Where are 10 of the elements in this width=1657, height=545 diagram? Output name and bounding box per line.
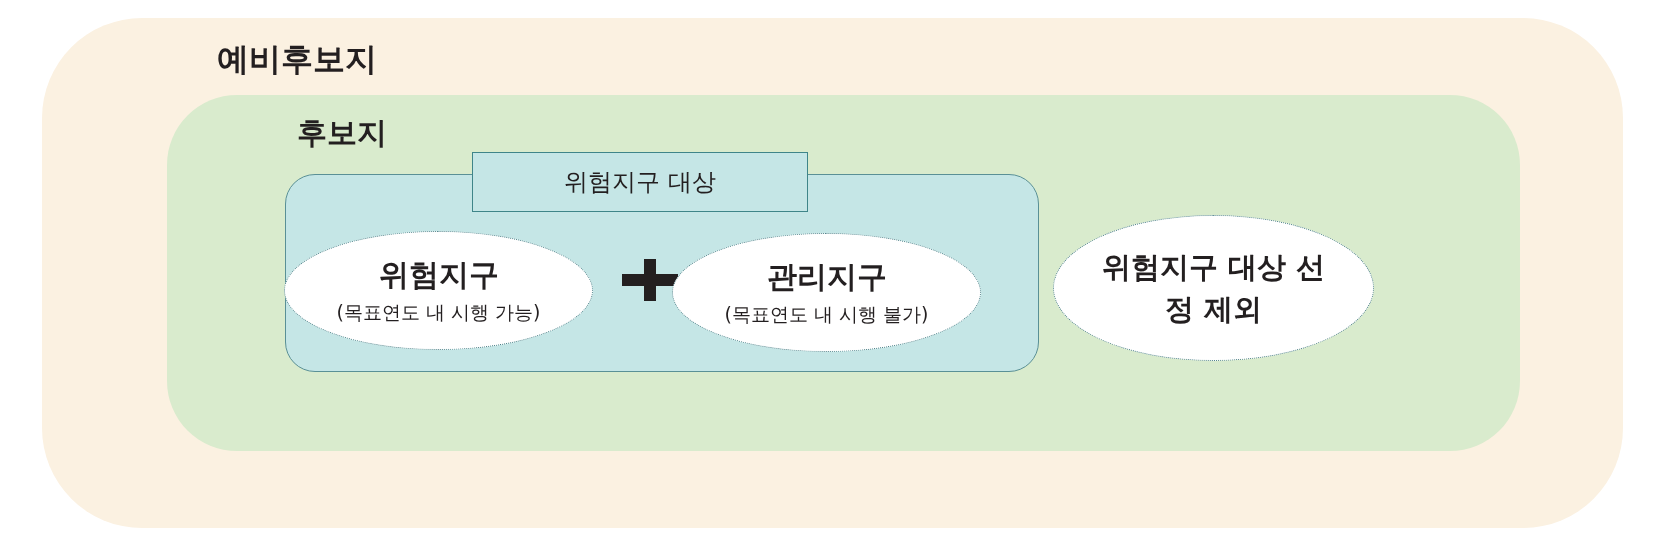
node-title: 관리지구 <box>766 258 887 296</box>
region-title: 후보지 <box>297 114 387 152</box>
region-background <box>42 18 1623 528</box>
node-label: 위험지구 대상 선정 제외 <box>1100 248 1327 328</box>
region-background <box>167 95 1520 451</box>
node-title: 위험지구 <box>378 256 499 294</box>
node-subtitle: (목표연도 내 시행 가능) <box>336 300 541 325</box>
group-header: 위험지구 대상 <box>472 152 808 212</box>
region-title: 예비후보지 <box>217 39 377 80</box>
node-subtitle: (목표연도 내 시행 불가) <box>724 302 929 327</box>
